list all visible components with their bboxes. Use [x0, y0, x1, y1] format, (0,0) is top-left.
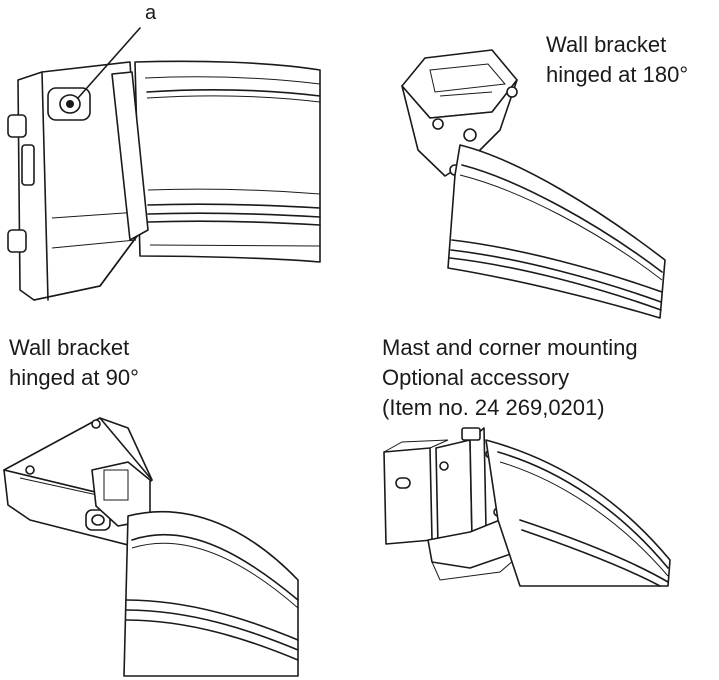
label-bracket-180: Wall bracket hinged at 180°	[546, 30, 688, 90]
label-mast-corner: Mast and corner mounting Optional access…	[382, 333, 638, 423]
heater-bracket-hinged-90-drawing	[3, 417, 299, 677]
label-bracket-90-line1: Wall bracket	[9, 335, 130, 360]
label-bracket-180-line1: Wall bracket	[546, 32, 667, 57]
label-mast-corner-line1: Mast and corner mounting	[382, 335, 638, 360]
label-bracket-90-line2: hinged at 90°	[9, 365, 139, 390]
heater-bracket-hinged-180-drawing	[401, 49, 666, 319]
label-mast-corner-line3: (Item no. 24 269,0201)	[382, 395, 605, 420]
label-bracket-90: Wall bracket hinged at 90°	[9, 333, 139, 393]
label-mast-corner-line2: Optional accessory	[382, 365, 570, 390]
callout-label-a: a	[145, 2, 157, 24]
mast-corner-mounting-drawing	[383, 427, 671, 587]
label-bracket-180-line2: hinged at 180°	[546, 62, 689, 87]
heater-wall-bracket-closed-drawing	[7, 27, 321, 301]
